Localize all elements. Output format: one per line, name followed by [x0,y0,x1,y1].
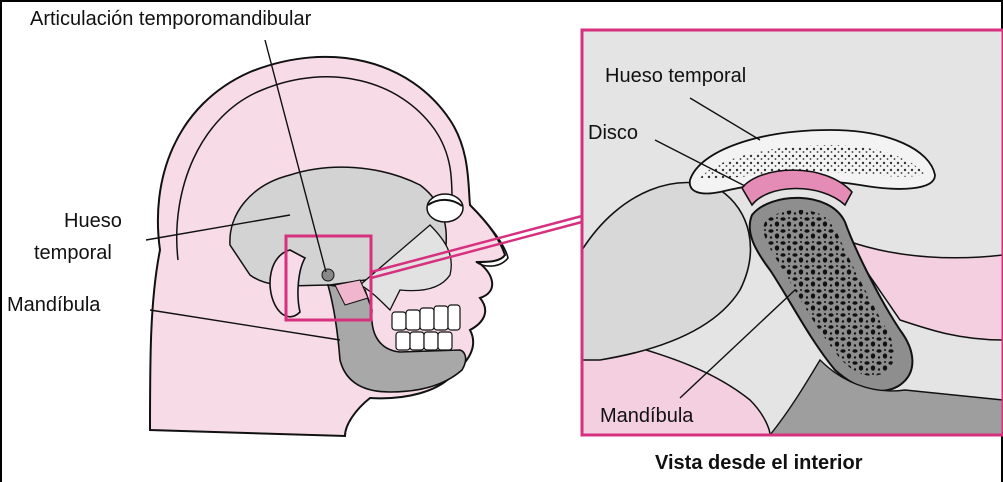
head-figure [150,57,582,436]
label-inset-mandible: Mandíbula [600,405,693,428]
label-tmj: Articulación temporomandibular [30,8,311,31]
label-temporal-bone-line1: Hueso [64,210,122,233]
teeth [392,305,460,350]
label-temporal-bone-line2: temporal [34,242,112,265]
inset-panel [582,30,1003,435]
label-inset-disc: Disco [588,122,638,145]
label-mandible-left: Mandíbula [7,294,100,317]
caption: Vista desde el interior [655,452,863,475]
label-inset-temporal-bone: Hueso temporal [605,65,746,88]
